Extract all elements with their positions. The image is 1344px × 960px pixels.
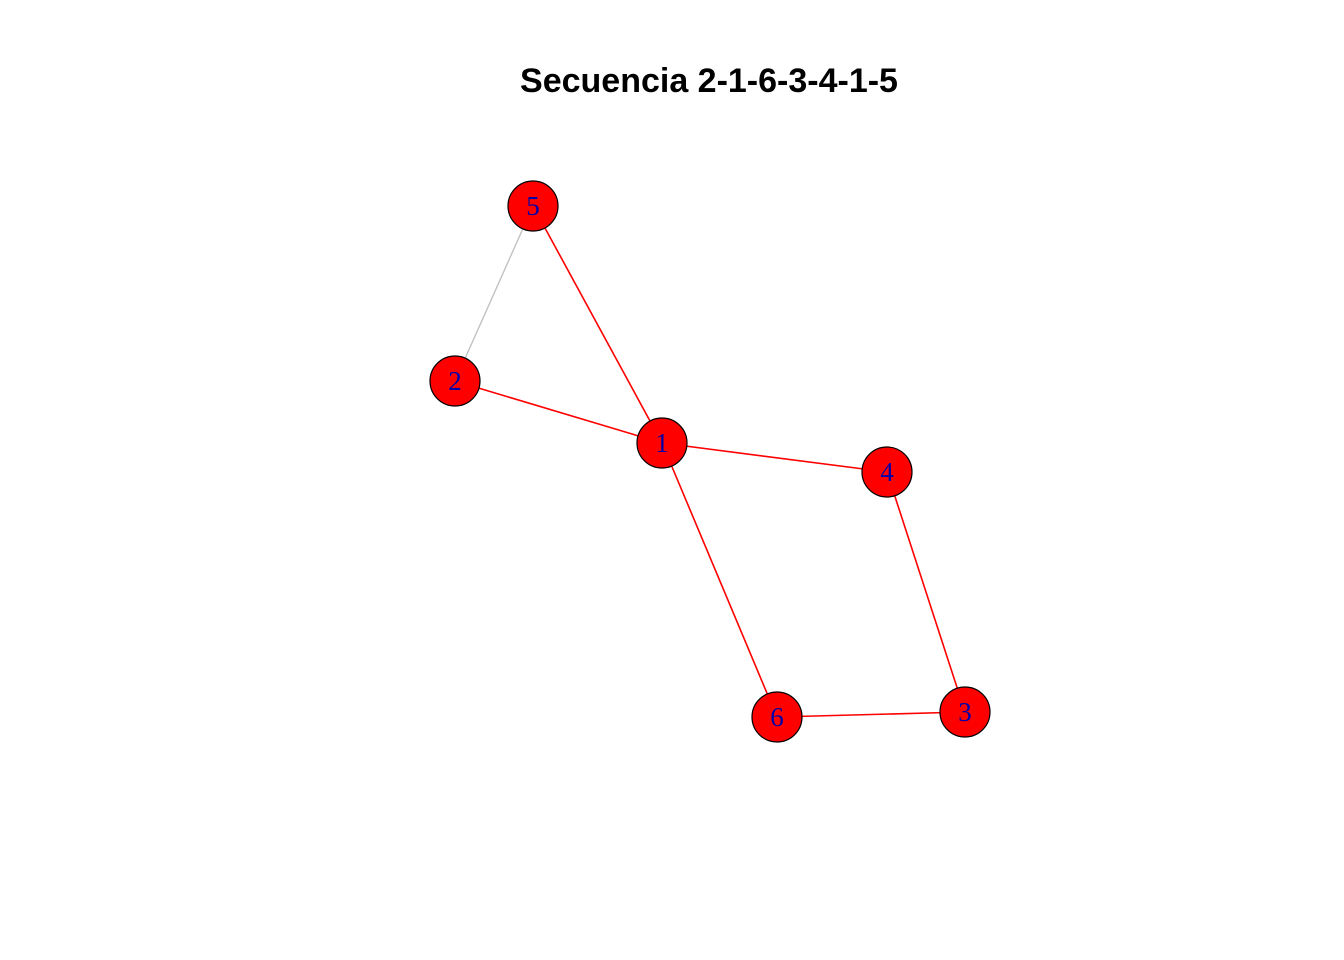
node-6: 6 — [751, 691, 803, 743]
edge-5-1 — [532, 205, 663, 444]
plot-title: Secuencia 2-1-6-3-4-1-5 — [520, 62, 898, 100]
edge-1-4 — [661, 442, 888, 473]
node-circle — [507, 180, 559, 232]
node-label: 1 — [655, 428, 669, 458]
node-label: 4 — [880, 457, 894, 487]
node-circle — [636, 417, 688, 469]
node-label: 6 — [770, 702, 784, 732]
edges-layer — [454, 205, 966, 718]
edge-1-6 — [661, 442, 778, 718]
node-label: 2 — [448, 366, 462, 396]
node-circle — [939, 686, 991, 738]
node-label: 5 — [526, 191, 540, 221]
node-circle — [751, 691, 803, 743]
nodes-layer: 1 2 3 4 5 6 — [429, 180, 991, 743]
edge-4-3 — [886, 471, 966, 713]
node-2: 2 — [429, 355, 481, 407]
node-4: 4 — [861, 446, 913, 498]
node-circle — [861, 446, 913, 498]
edge-2-1 — [454, 380, 663, 444]
node-5: 5 — [507, 180, 559, 232]
node-3: 3 — [939, 686, 991, 738]
node-circle — [429, 355, 481, 407]
edge-6-3 — [776, 711, 966, 718]
node-label: 3 — [958, 697, 972, 727]
edge-2-5 — [454, 205, 534, 382]
node-1: 1 — [636, 417, 688, 469]
